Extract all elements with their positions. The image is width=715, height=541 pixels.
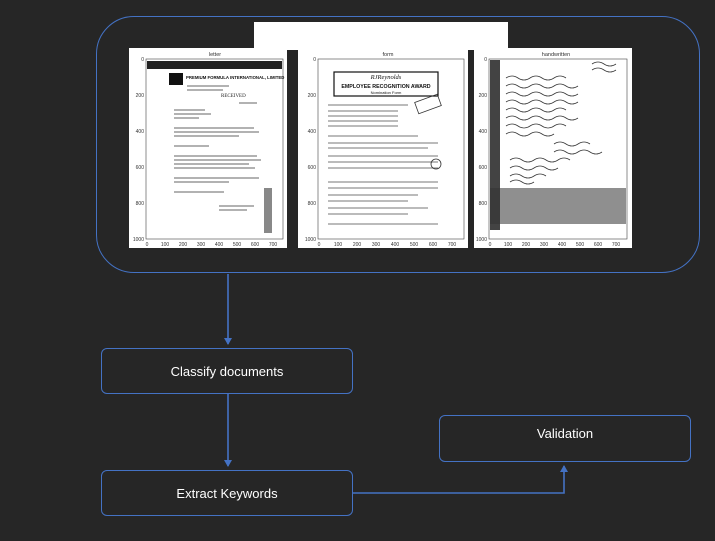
x-tick: 100 (161, 242, 170, 248)
received-stamp: RECEIVED (221, 94, 246, 99)
form-document-panel: form 0 200 400 600 800 1000 0 100 200 30… (298, 48, 468, 248)
panel-label: handwritten (542, 52, 570, 58)
y-tick: 1000 (476, 237, 487, 243)
x-tick: 100 (504, 242, 513, 248)
x-tick: 400 (558, 242, 567, 248)
panel-label: form (383, 52, 394, 58)
y-tick: 400 (479, 129, 488, 135)
plot-frame (317, 58, 465, 240)
x-tick: 500 (576, 242, 585, 248)
validation-box: Validation (439, 415, 691, 462)
x-tick: 100 (334, 242, 343, 248)
y-tick: 0 (141, 57, 144, 63)
x-tick: 200 (179, 242, 188, 248)
y-tick: 1000 (305, 237, 316, 243)
letter-document-panel: letter 0 200 400 600 800 1000 0 100 200 … (129, 48, 287, 248)
y-tick: 800 (308, 201, 317, 207)
y-tick: 400 (308, 129, 317, 135)
form-logo: RJReynolds (370, 74, 402, 81)
y-tick: 0 (484, 57, 487, 63)
classify-documents-box: Classify documents (101, 348, 353, 394)
x-tick: 0 (146, 242, 149, 248)
y-tick: 800 (479, 201, 488, 207)
x-tick: 300 (197, 242, 206, 248)
handwritten-document-panel: handwritten 0 200 400 600 800 1000 0 100… (474, 48, 632, 248)
x-tick: 400 (215, 242, 224, 248)
x-tick: 500 (410, 242, 419, 248)
documents-group-container (96, 16, 700, 273)
x-tick: 700 (269, 242, 278, 248)
arrow-extract-to-validation (353, 465, 568, 494)
y-tick: 600 (479, 165, 488, 171)
validation-label: Validation (536, 426, 594, 441)
y-tick: 600 (136, 165, 145, 171)
y-tick: 200 (308, 93, 317, 99)
x-tick: 400 (391, 242, 400, 248)
classify-documents-label: Classify documents (170, 363, 284, 379)
plot-frame (145, 58, 284, 240)
y-tick: 200 (479, 93, 488, 99)
y-tick: 200 (136, 93, 145, 99)
y-tick: 800 (136, 201, 145, 207)
x-tick: 200 (353, 242, 362, 248)
extract-keywords-label: Extract Keywords (176, 485, 278, 501)
scanned-letter-image: PREMIUM FORMULA INTERNATIONAL, LIMITED R… (147, 61, 284, 233)
panel-label: letter (209, 52, 221, 58)
group-title: Documents with different formats (293, 27, 469, 41)
scanned-form-image: RJReynolds EMPLOYEE RECOGNITION AWARD No… (328, 71, 442, 225)
scanned-handwritten-image (490, 60, 626, 230)
x-tick: 300 (372, 242, 381, 248)
letter-heading: PREMIUM FORMULA INTERNATIONAL, LIMITED (186, 75, 284, 80)
x-tick: 600 (594, 242, 603, 248)
x-tick: 700 (612, 242, 621, 248)
group-title-background (254, 22, 508, 50)
x-tick: 300 (540, 242, 549, 248)
extract-keywords-box: Extract Keywords (101, 470, 353, 516)
form-subtitle: Nomination Form (371, 90, 402, 95)
x-tick: 600 (251, 242, 260, 248)
x-tick: 200 (522, 242, 531, 248)
x-tick: 600 (429, 242, 438, 248)
x-tick: 700 (448, 242, 457, 248)
x-tick: 500 (233, 242, 242, 248)
y-tick: 400 (136, 129, 145, 135)
y-tick: 600 (308, 165, 317, 171)
y-tick: 0 (313, 57, 316, 63)
x-tick: 0 (489, 242, 492, 248)
y-tick: 1000 (133, 237, 144, 243)
form-title: EMPLOYEE RECOGNITION AWARD (341, 84, 430, 90)
x-tick: 0 (318, 242, 321, 248)
